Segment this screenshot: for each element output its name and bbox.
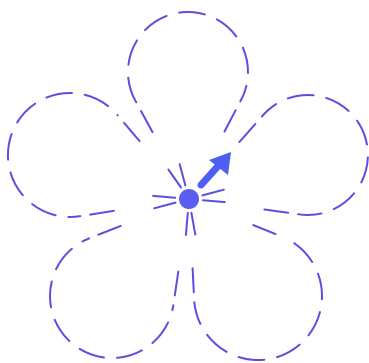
center-spoke — [191, 213, 195, 235]
center-dot — [179, 189, 199, 209]
petal-bottom-left-neck-2 — [98, 226, 120, 235]
petal-left — [8, 93, 118, 217]
petal-left-neck-1 — [90, 211, 114, 215]
petals-group — [8, 12, 368, 360]
petal-right-neck-2 — [264, 210, 288, 213]
petal-top-neck-2 — [225, 110, 236, 131]
petal-bottom-right-neck-1 — [253, 225, 275, 234]
arrow-shaft — [201, 165, 219, 185]
center-spoke — [203, 200, 225, 202]
center-spoke — [186, 213, 188, 235]
petal-bottom-right-neck-2 — [193, 268, 194, 292]
petal-bottom-right — [194, 238, 322, 360]
petal-top — [128, 12, 248, 102]
petal-right — [262, 95, 368, 215]
center-spoke — [153, 196, 175, 198]
petal-bottom-left — [50, 238, 173, 358]
center-spoke — [203, 190, 224, 196]
petal-bottom-left-neck-1 — [175, 272, 179, 296]
petal-top-neck-1 — [141, 111, 153, 132]
arrow-up-right-icon — [201, 152, 231, 185]
petal-right-neck-1 — [239, 124, 255, 142]
center-spoke — [154, 203, 175, 209]
petal-left-neck-2 — [124, 123, 140, 141]
center-spoke — [180, 164, 186, 185]
center-spoke — [168, 170, 181, 188]
